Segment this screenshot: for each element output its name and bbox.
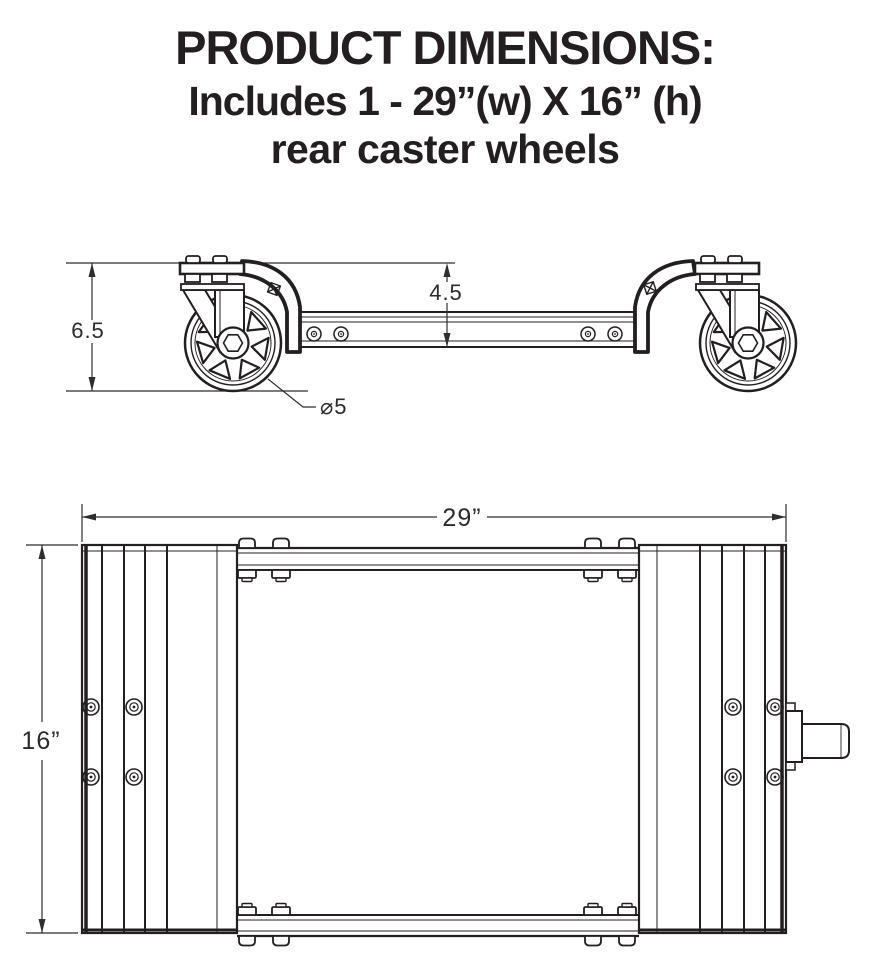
bolt-nut <box>583 569 603 583</box>
subtitle-product: rear caster wheels <box>270 125 620 172</box>
bolt-head <box>584 537 602 549</box>
dim-overall-depth <box>26 544 78 934</box>
bolt-nut <box>617 902 637 916</box>
dim-overall-height-label: 6.5 <box>71 318 105 343</box>
dim-overall-height <box>88 263 96 391</box>
cross-rail-bottom <box>237 902 639 947</box>
bolt-head <box>238 935 256 947</box>
bolt-head <box>238 537 256 549</box>
extrusion-block-right <box>637 543 788 935</box>
dim-frame-height <box>443 263 451 347</box>
bolt-nut <box>271 569 291 583</box>
dim-wheel-diameter-label: ⌀5 <box>320 394 347 419</box>
technical-drawing: 6.5 4.5 ⌀5 <box>21 200 850 947</box>
bolt-nut <box>271 902 291 916</box>
page-title: PRODUCT DIMENSIONS: <box>175 21 716 74</box>
top-view: 29” 16” <box>21 504 850 947</box>
bolt-head <box>584 935 602 947</box>
extrusion-block-left <box>80 543 239 935</box>
bolt-head <box>618 537 636 549</box>
side-view: 6.5 4.5 ⌀5 <box>66 256 796 419</box>
dim-frame-height-label: 4.5 <box>429 280 463 305</box>
dim-overall-width <box>81 504 787 542</box>
bolt-nut <box>237 902 257 916</box>
bolt-head <box>272 537 290 549</box>
bolt-head <box>272 935 290 947</box>
bolt-nut <box>617 569 637 583</box>
subtitle-dimensions: Includes 1 - 29”(w) X 16” (h) <box>188 77 702 124</box>
dim-overall-depth-label: 16” <box>21 727 60 755</box>
fender-arm-right <box>633 259 697 354</box>
dim-overall-width-label: 29” <box>442 504 481 532</box>
dim-wheel-diameter-leader <box>267 378 316 408</box>
bolt-head <box>618 935 636 947</box>
bolt-nut <box>237 569 257 583</box>
cross-rail-top <box>237 537 639 583</box>
frame-rail-side <box>300 311 635 348</box>
bolt-nut <box>583 902 603 916</box>
axle-stub <box>785 702 850 771</box>
diagram-header: PRODUCT DIMENSIONS: Includes 1 - 29”(w) … <box>0 0 890 172</box>
caster-wheel-right <box>695 256 796 391</box>
fender-arm-left <box>238 259 302 354</box>
